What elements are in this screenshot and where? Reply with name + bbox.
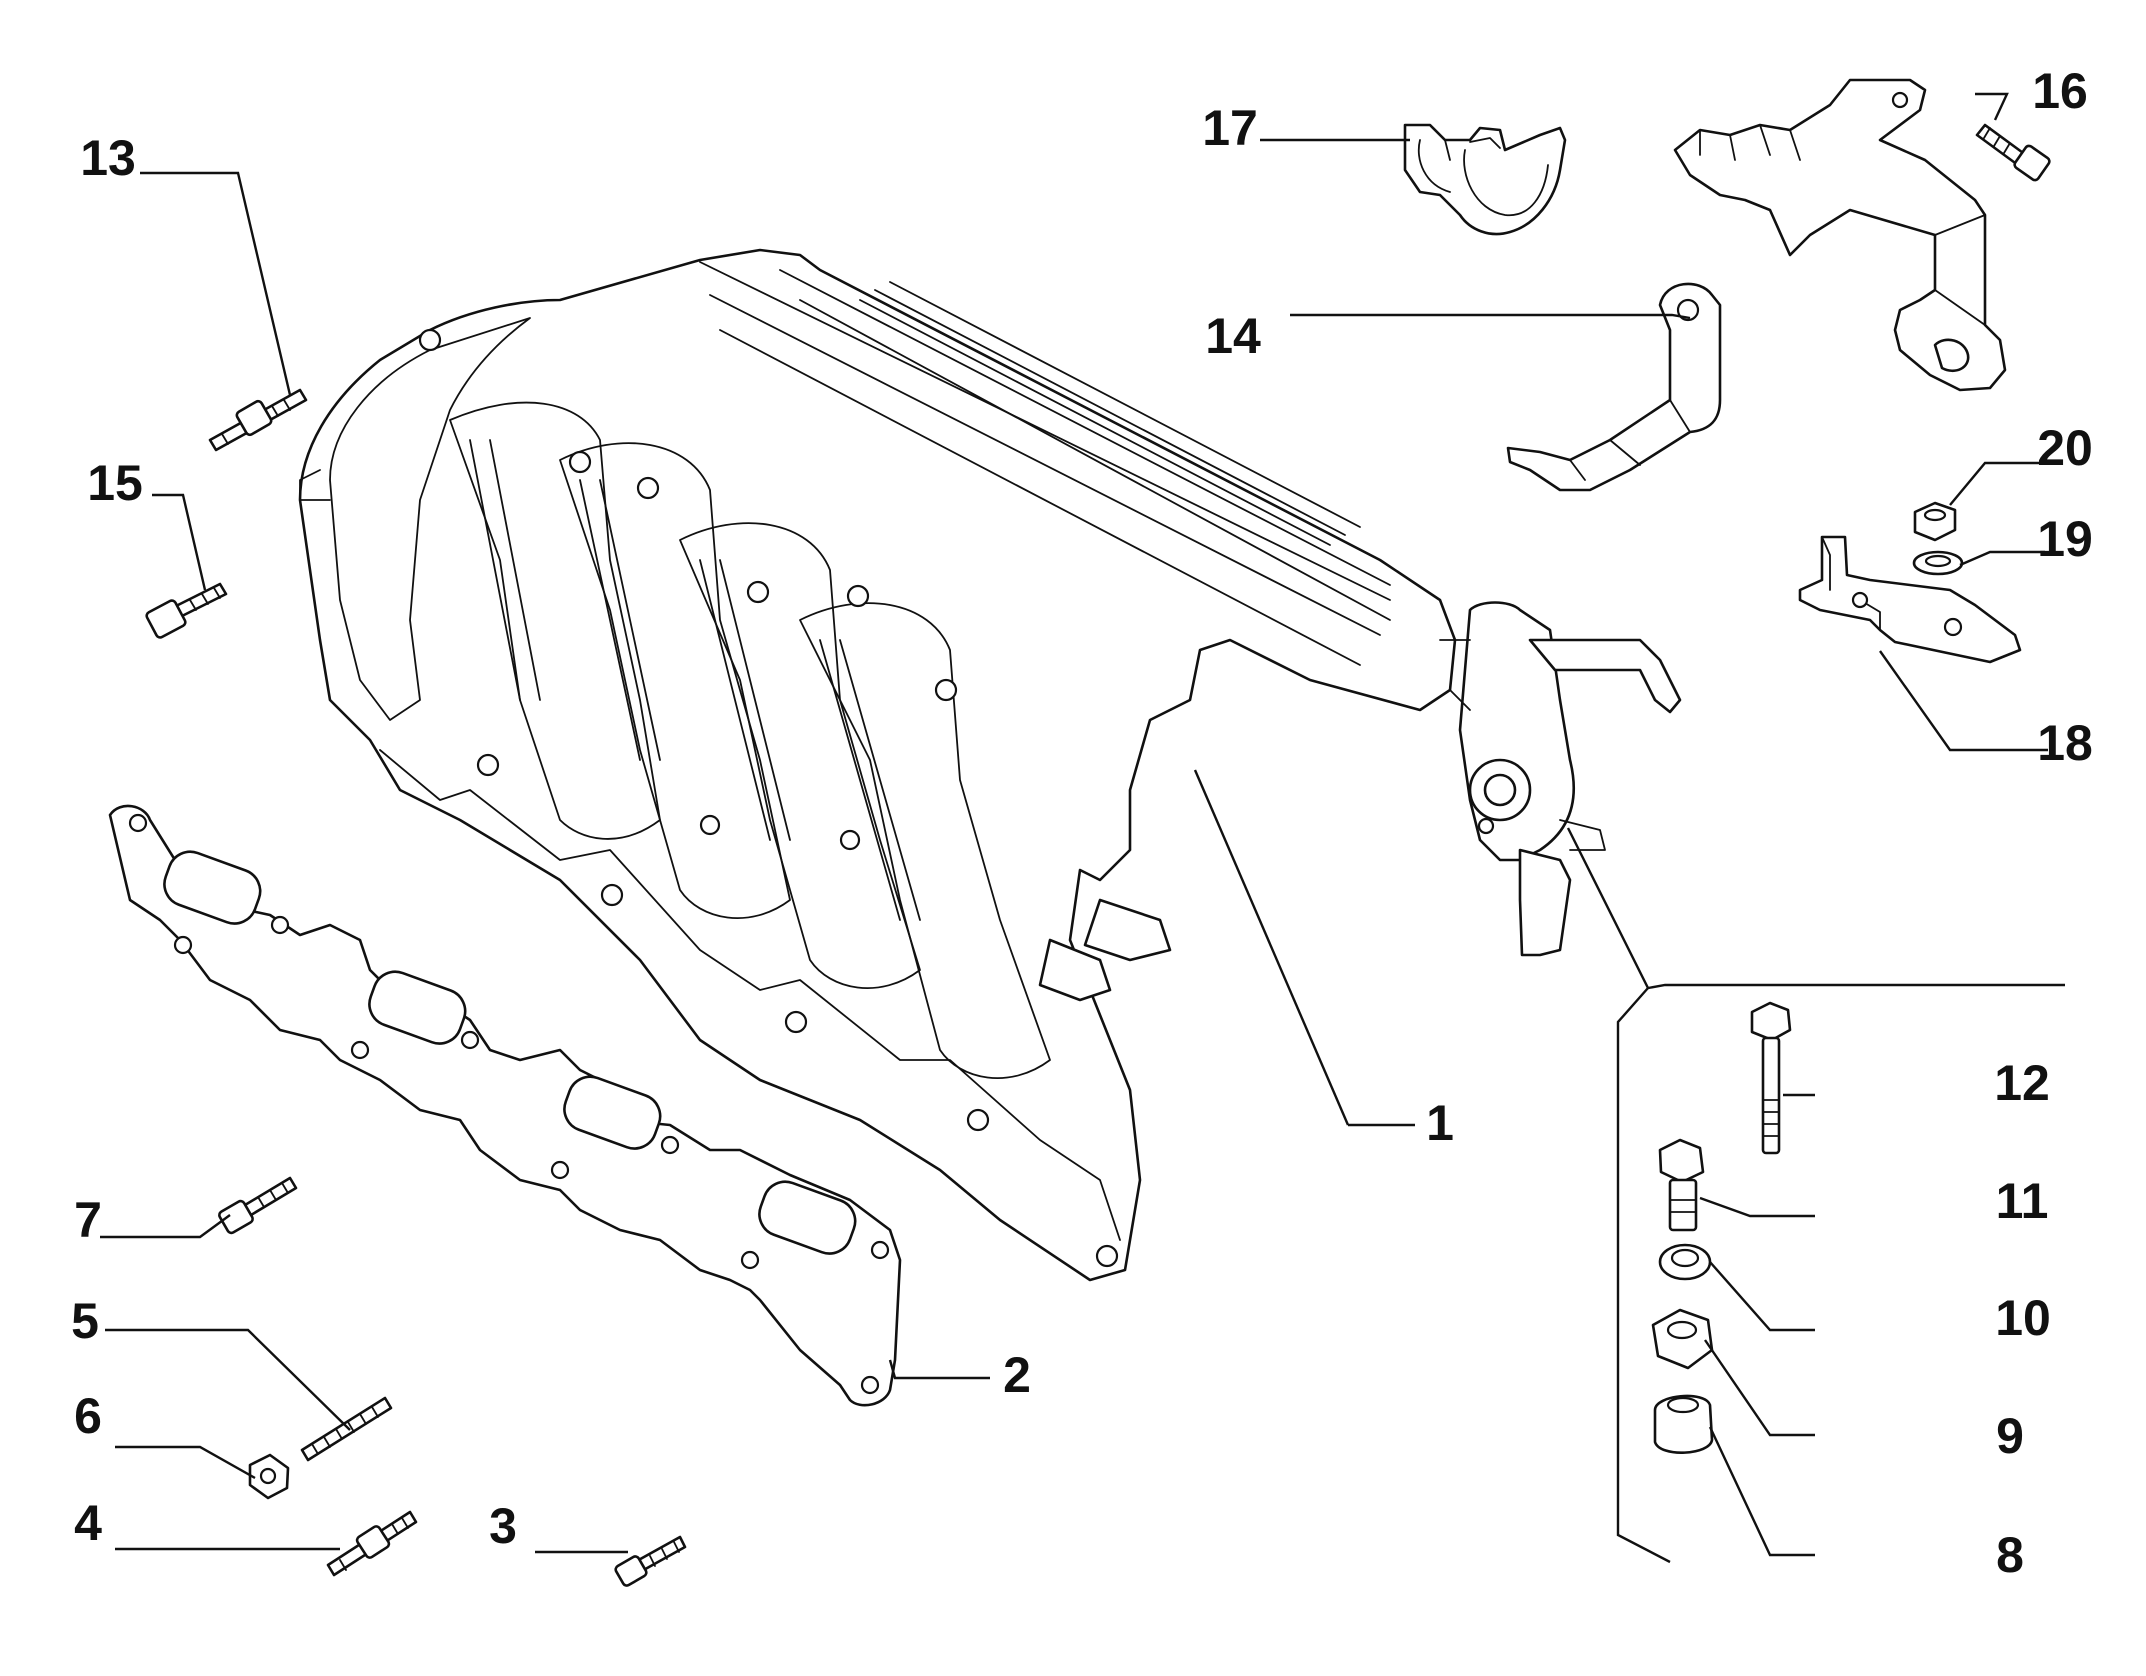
- part-16-screw: [1975, 123, 2051, 182]
- part-18-bracket: [1798, 535, 2022, 664]
- part-20-nut: [1913, 501, 1957, 542]
- part-10-washer: [1658, 1243, 1712, 1281]
- callout-10: 10: [1995, 1290, 2051, 1346]
- callout-19: 19: [2037, 511, 2093, 567]
- part-7-screw: [218, 1176, 298, 1235]
- callout-8: 8: [1996, 1527, 2024, 1583]
- part-16-bracket: [1673, 78, 2007, 392]
- callout-4: 4: [74, 1495, 102, 1551]
- part-1-intake-manifold: [298, 248, 1682, 1282]
- callout-labels: 1 2 3 4 5 6 7 8 9 10 11 12 13 14 15 16 1…: [71, 63, 2093, 1583]
- part-4-stud: [326, 1510, 418, 1577]
- part-3-screw: [614, 1535, 687, 1587]
- callout-20: 20: [2037, 420, 2093, 476]
- hardware-group-frame: [1566, 827, 2065, 1564]
- leader-lines: [100, 92, 2048, 1557]
- part-2-gasket: [108, 804, 902, 1407]
- callout-5: 5: [71, 1293, 99, 1349]
- callout-2: 2: [1003, 1347, 1031, 1403]
- callout-15: 15: [87, 455, 143, 511]
- callout-6: 6: [74, 1388, 102, 1444]
- callout-13: 13: [80, 130, 136, 186]
- callout-1: 1: [1426, 1095, 1454, 1151]
- callout-3: 3: [489, 1498, 517, 1554]
- callout-11: 11: [1996, 1173, 2049, 1229]
- part-12-bolt: [1750, 1001, 1792, 1155]
- callout-18: 18: [2037, 715, 2093, 771]
- callout-7: 7: [74, 1192, 102, 1248]
- part-19-washer: [1912, 550, 1964, 576]
- part-6-nut: [248, 1453, 290, 1500]
- part-17-clamp: [1403, 123, 1567, 236]
- callout-9: 9: [1996, 1408, 2024, 1464]
- callout-16: 16: [2032, 63, 2088, 119]
- part-11-bolt: [1658, 1138, 1705, 1232]
- part-8-spacer: [1653, 1394, 1714, 1454]
- callout-17: 17: [1202, 100, 1258, 156]
- part-13-stud: [208, 388, 308, 452]
- part-14-bracket: [1506, 282, 1722, 492]
- callout-14: 14: [1205, 308, 1261, 364]
- part-15-screw: [145, 582, 228, 639]
- part-9-nut: [1651, 1308, 1714, 1370]
- part-5-stud: [300, 1396, 393, 1462]
- callout-12: 12: [1994, 1055, 2050, 1111]
